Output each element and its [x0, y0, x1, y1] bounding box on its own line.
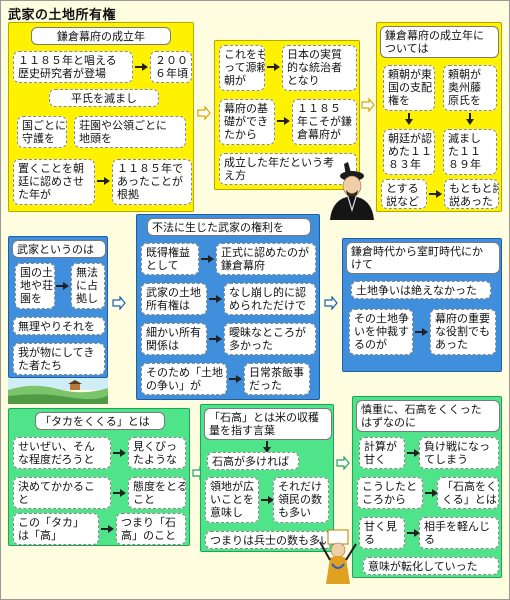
box-a: 石高が多ければ [207, 452, 299, 470]
box-right-bottom: 滅まし た１１ ８９年 [443, 129, 497, 175]
box-a: 土地争いは絶えなかった [351, 281, 491, 299]
page-title: 武家の土地所有権 [8, 8, 117, 23]
box-e: この「タカ」 は「高」 [13, 513, 99, 545]
box-right: 荘園や公領ごとに 地頭を [74, 116, 186, 148]
flow-arrow [336, 456, 350, 470]
box-b: 日本の実質 的な統治者 となり [282, 45, 357, 91]
castle-landscape [8, 378, 108, 404]
flow-arrow [197, 106, 211, 120]
arrow-right [277, 117, 291, 125]
arrow-down [466, 113, 474, 127]
cheering-figure [319, 529, 357, 584]
box-b: 無法 に占 拠し [71, 263, 105, 309]
box-c: こうしたと ころから [357, 477, 423, 509]
box-b: その土地争 いを仲裁す るのが [349, 309, 413, 355]
box-left-top: 頼朝が東 国の支配 権を [383, 65, 435, 111]
box-d: 態度をとる こと [128, 477, 186, 509]
box-f: つまり「石 高」のこと [116, 513, 186, 545]
box-c: 無理やりそれを [13, 317, 105, 335]
arrow-right [425, 489, 438, 497]
box-f: 曖昧なところが 多かった [224, 323, 316, 355]
flow-arrow [112, 296, 126, 310]
panel-theories: 鎌倉幕府の成立年に ついては 頼朝が東 国の支配 権を 頼朝が 奥州藤 原氏を … [376, 22, 502, 212]
arrow-right [429, 190, 443, 198]
arrow-right [101, 525, 115, 533]
box-heading: 武家というのは [12, 240, 106, 258]
arrow-right [201, 255, 215, 263]
panel-kokudaka: 「石高」とは米の収穫 量を指す言葉 石高が多ければ 領地が広 いことを 意味し … [200, 404, 334, 552]
arrow-right [113, 489, 127, 497]
box-b: 領地が広 いことを 意味し [205, 477, 259, 523]
box-b: 正式に認めたのが 鎌倉幕府 [216, 243, 316, 275]
arrow-right [56, 282, 70, 290]
box-heading: 不法に生じた武家の権利を [147, 218, 311, 236]
box-left-bottom: 朝廷が認 めた１１ ８３年 [383, 129, 435, 175]
box-b: 見くびっ たような [128, 437, 186, 469]
box-e: 甘く見 る [359, 517, 405, 549]
panel-taka-wo-kukuru: 「タカをくくる」とは せいぜい、そん な程度だろうと 見くびっ たような 決めて… [8, 408, 190, 546]
box-g: 意味が転化していった [363, 557, 499, 575]
arrow-right [97, 177, 111, 185]
box-heading: 鎌倉幕府の成立年に ついては [380, 26, 499, 58]
box-c: 幕府の重要 な役割でも あった [430, 309, 496, 355]
box-c: 幕府の基 礎ができ たから [219, 99, 275, 145]
box-conclusion: １１８５年で あったことが 根拠 [112, 159, 192, 205]
panel-land-rights: 不法に生じた武家の権利を 既得権益 として 正式に認めたのが 鎌倉幕府 武家の土… [136, 214, 320, 400]
box-g: そのため「土地 の争い」が [141, 363, 227, 395]
arrow-right [229, 375, 243, 383]
panel-yoritomo-rule: これをも って源頼 朝が 日本の実質 的な統治者 となり 幕府の基 礎ができ た… [214, 40, 360, 190]
samurai-portrait [330, 162, 374, 220]
arrow-right [267, 63, 281, 71]
flow-arrow [361, 98, 375, 112]
box-c: 決めてかかるこ と [13, 477, 111, 509]
box-d: なし崩し的に認 められただけで [224, 283, 316, 315]
arrow-down [405, 113, 413, 127]
flow-arrow [324, 296, 338, 310]
box-d: 我が物にしてき た者たち [13, 343, 105, 375]
box-sub-heading: 平氏を滅まし [49, 89, 159, 107]
arrow-right [415, 328, 429, 336]
arrow-down [263, 441, 271, 453]
panel-land-disputes: 鎌倉時代から室町時代にか けて 土地争いは絶えなかった その土地争 いを仲裁す … [342, 238, 502, 372]
box-e: 細かい所有 関係は [141, 323, 207, 355]
panel-meaning-shift: 慎重に、石高をくくった はずなのに 計算が 甘く 負け戦になっ てしまう こうし… [352, 396, 502, 578]
arrow-right [113, 449, 127, 457]
box-a: せいぜい、そん な程度だろうと [13, 437, 111, 469]
box-claim: １１８５年と唱える 歴史研究者が登場 [13, 51, 133, 83]
box-f: 相手を軽んじ る [419, 517, 499, 549]
box-d: つまりは兵士の数も多い [205, 531, 331, 549]
box-approval: 置くことを朝 廷に認めさせ た年が [13, 159, 95, 205]
box-heading: 慎重に、石高をくくった はずなのに [356, 400, 500, 432]
box-a: 計算が 甘く [359, 437, 405, 469]
arrow-right [407, 449, 420, 457]
box-claim-result: ２００ ６年頃 [150, 51, 192, 83]
panel-samurai-origin: 武家というのは 国の土 地や荘 園を 無法 に占 拠し 無理やりそれを 我が物に… [8, 236, 108, 378]
panel-shogunate-founding: 鎌倉幕府の成立年 １１８５年と唱える 歴史研究者が登場 ２００ ６年頃 平氏を滅… [8, 22, 194, 212]
arrow-right [261, 496, 274, 504]
box-heading: 「タカをくくる」とは [35, 412, 165, 430]
box-h: 日常茶飯事 だった [244, 363, 310, 395]
box-heading: 鎌倉幕府の成立年 [31, 27, 171, 45]
box-c: それだけ 領民の数 も多い [273, 477, 329, 523]
box-heading: 鎌倉時代から室町時代にか けて [346, 242, 500, 274]
box-a: 国の土 地や荘 園を [15, 263, 55, 309]
box-a: 既得権益 として [141, 243, 199, 275]
box-e: 成立した年だという考 え方 [219, 153, 357, 185]
box-d: 「石高をく くる」とは [437, 477, 499, 509]
arrow-right [209, 335, 223, 343]
box-footer-right: もともと諸 説あった [444, 179, 499, 209]
box-c: 武家の土地 所有権は [141, 283, 207, 315]
box-right-top: 頼朝が 奥州藤 原氏を [443, 65, 497, 111]
box-heading: 「石高」とは米の収穫 量を指す言葉 [204, 408, 332, 440]
box-b: 負け戦になっ てしまう [419, 437, 499, 469]
box-a: これをも って源頼 朝が [219, 45, 265, 91]
arrow-right [209, 295, 223, 303]
box-d: １１８５ 年こそが鎌 倉幕府が [292, 99, 357, 145]
box-footer-left: とする 説など [381, 179, 427, 209]
arrow-right [135, 63, 149, 71]
box-left: 国ごとに 守護を [17, 116, 67, 148]
arrow-right [407, 529, 420, 537]
